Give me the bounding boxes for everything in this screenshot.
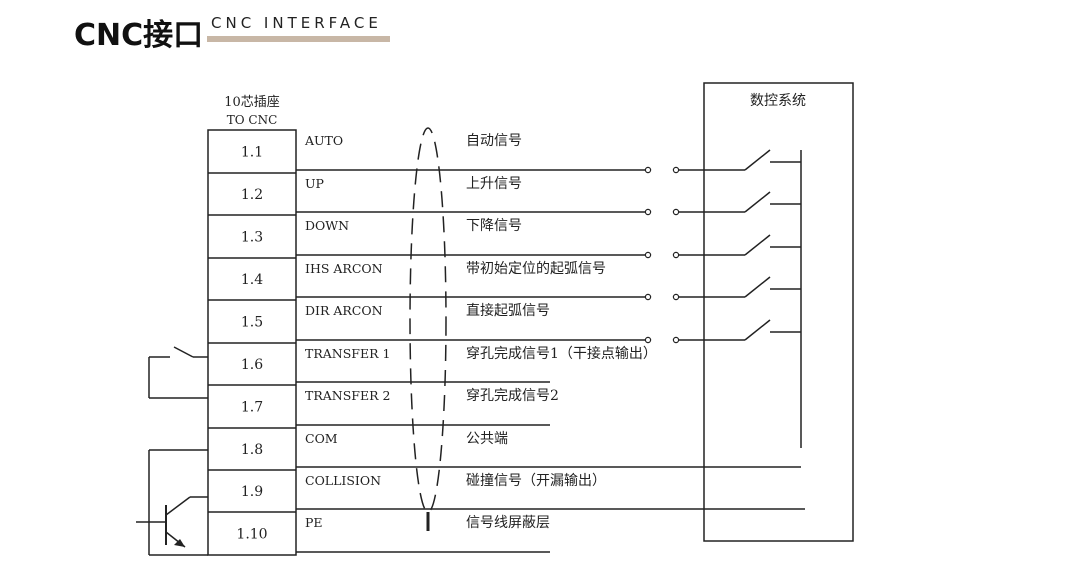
switch-contact — [744, 191, 771, 213]
signal-description: 穿孔完成信号1（干接点输出） — [466, 345, 657, 362]
terminal-dot — [672, 336, 680, 344]
signal-name: IHS ARCON — [305, 261, 383, 276]
pin-number: 1.7 — [241, 400, 263, 416]
signal-description: 信号线屏蔽层 — [466, 515, 550, 531]
signal-name: PE — [305, 515, 323, 530]
signal-name: AUTO — [304, 133, 343, 148]
terminal-dot — [672, 293, 680, 301]
pin-number: 1.6 — [241, 357, 263, 373]
terminal-dot — [644, 293, 652, 301]
pin-number: 1.3 — [241, 230, 263, 246]
terminal-dot — [644, 336, 652, 344]
signal-name: DOWN — [305, 218, 349, 233]
cnc-system-box — [703, 82, 854, 542]
page-subtitle: CNC INTERFACE — [211, 14, 382, 32]
signal-name: COM — [305, 431, 338, 446]
terminal-dot — [644, 208, 652, 216]
open-drain-transistor — [136, 449, 208, 556]
signal-name: TRANSFER 1 — [305, 346, 390, 361]
transistor-arrow-icon — [174, 539, 185, 547]
pin-number: 1.1 — [241, 145, 263, 161]
pin-number: 1.4 — [241, 272, 263, 288]
cnc-system-label: 数控系统 — [750, 93, 806, 109]
signal-description: 上升信号 — [466, 176, 522, 192]
terminal-dot — [672, 208, 680, 216]
connector-label: 10芯插座 — [224, 95, 280, 110]
terminal-dot — [672, 166, 680, 174]
signal-name: TRANSFER 2 — [305, 388, 390, 403]
terminal-dot — [644, 166, 652, 174]
pin-number: 1.10 — [236, 527, 267, 543]
signal-description: 公共端 — [466, 431, 508, 447]
signal-description: 穿孔完成信号2 — [466, 388, 559, 404]
switch-contact — [744, 276, 771, 298]
pin-number: 1.9 — [241, 484, 263, 500]
terminal-dot — [644, 251, 652, 259]
signal-name: DIR ARCON — [305, 303, 383, 318]
pin-number: 1.2 — [241, 187, 263, 203]
title-accent-bar — [207, 36, 390, 42]
shield-ellipse — [409, 127, 447, 513]
page-title: CNC接口 — [74, 18, 204, 53]
switch-contact — [744, 234, 771, 256]
signal-description: 带初始定位的起弧信号 — [466, 260, 606, 277]
signal-name: UP — [305, 176, 324, 191]
connector-sublabel: TO CNC — [227, 113, 278, 127]
signal-description: 自动信号 — [466, 133, 522, 149]
terminal-dot — [672, 251, 680, 259]
signal-name: COLLISION — [305, 473, 381, 488]
signal-description: 碰撞信号（开漏输出） — [466, 473, 606, 489]
signal-description: 下降信号 — [466, 218, 522, 234]
pin-number: 1.5 — [241, 315, 263, 331]
switch-contact — [744, 319, 771, 341]
pin-number: 1.8 — [241, 442, 263, 458]
switch-contact — [744, 149, 771, 171]
dry-contact-switch — [148, 346, 208, 399]
signal-description: 直接起弧信号 — [466, 302, 550, 319]
